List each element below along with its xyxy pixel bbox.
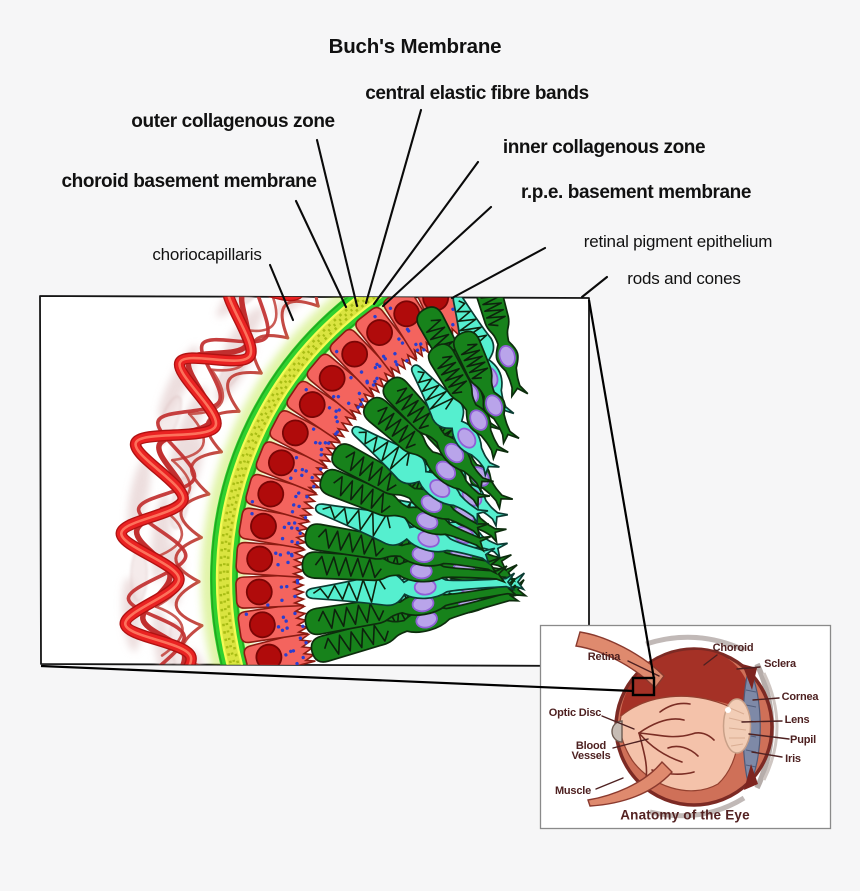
leader-line-choroid-basement bbox=[294, 199, 348, 309]
label-retinal-pigment-epithelium: retinal pigment epithelium bbox=[583, 232, 773, 251]
rpe-cell bbox=[255, 441, 329, 495]
label-outer-collagenous-zone: outer collagenous zone bbox=[131, 111, 335, 132]
ciliary-body-bottom bbox=[744, 764, 758, 790]
rpe-cell bbox=[383, 296, 442, 360]
leader-line-retinal-pigment-epithelium bbox=[450, 246, 547, 300]
page-title: Buch's Membrane bbox=[328, 35, 502, 58]
zoom-projection bbox=[40, 299, 656, 697]
inset-label-pupil: Pupil bbox=[790, 734, 816, 746]
cone-cell bbox=[410, 364, 500, 478]
lens-region bbox=[722, 698, 752, 754]
dark-vessel-thin bbox=[126, 296, 330, 666]
label-choroid-basement-membrane: choroid basement membrane bbox=[61, 171, 317, 192]
inset-label-retina: Retina bbox=[587, 651, 621, 663]
leader-line-inner-collagenous bbox=[372, 160, 480, 306]
rpe-cell bbox=[355, 306, 418, 378]
inset-label-vessels: Vessels bbox=[571, 750, 611, 762]
rpe-cell bbox=[269, 410, 342, 468]
inset-label-lens: Lens bbox=[784, 714, 810, 726]
rpe-cell bbox=[329, 328, 396, 398]
inset-label-choroid: Choroid bbox=[712, 642, 754, 654]
label-central-elastic-fibre-bands: central elastic fibre bands bbox=[365, 83, 589, 104]
cone-cell bbox=[314, 503, 496, 566]
inset-label-optic-disc: Optic Disc bbox=[548, 707, 602, 719]
projection-line-bottom bbox=[40, 664, 635, 693]
inset-label-muscle: Muscle bbox=[554, 785, 592, 797]
rod-cell bbox=[310, 584, 521, 663]
inset-title: Anatomy of the Eye bbox=[620, 807, 750, 823]
ciliary-body-top bbox=[742, 664, 757, 690]
label-rpe-basement-membrane: r.p.e. basement membrane bbox=[520, 182, 752, 203]
sclera-arc-top bbox=[645, 634, 746, 653]
rpe-cell bbox=[237, 603, 310, 644]
muscle-strip bbox=[587, 760, 673, 807]
rpe-cell bbox=[306, 353, 376, 420]
choriocapillaris-vessel bbox=[115, 296, 373, 666]
rpe-layer bbox=[235, 296, 467, 666]
leader-line-rpe-basement bbox=[381, 205, 493, 308]
photoreceptor-layer bbox=[301, 296, 529, 663]
leader-lines bbox=[268, 108, 609, 322]
zoom-source-square bbox=[631, 676, 656, 697]
leader-line-choriocapillaris bbox=[268, 263, 295, 322]
label-inner-collagenous-zone: inner collagenous zone bbox=[502, 137, 706, 158]
inset-label-iris: Iris bbox=[785, 753, 801, 765]
inset-label-sclera: Sclera bbox=[764, 658, 796, 670]
rpe-cell bbox=[235, 541, 307, 579]
sclera-arc-bottom bbox=[649, 795, 746, 819]
fundus-region bbox=[619, 695, 739, 792]
rpe-cell bbox=[238, 507, 312, 550]
inset-label-cornea: Cornea bbox=[781, 691, 819, 703]
rpe-cell bbox=[286, 380, 358, 443]
rod-cell bbox=[452, 330, 520, 446]
bruchs-membrane-band bbox=[200, 296, 471, 666]
histology-content bbox=[115, 296, 529, 666]
cone-cell bbox=[351, 425, 489, 526]
inset-label-blood: Blood bbox=[575, 740, 607, 752]
projection-line-top bbox=[587, 299, 656, 680]
cone-cell bbox=[305, 572, 516, 607]
label-rods-and-cones: rods and cones bbox=[627, 269, 741, 288]
eye-anatomy-inset bbox=[539, 624, 832, 830]
leader-line-central-elastic bbox=[364, 108, 423, 305]
leader-line-outer-collagenous bbox=[315, 138, 359, 308]
rpe-cell bbox=[235, 574, 306, 609]
cornea-arc-inner bbox=[762, 672, 779, 781]
rod-cell bbox=[473, 296, 529, 399]
lens-highlight bbox=[725, 707, 731, 713]
leader-line-rods-and-cones bbox=[580, 275, 609, 299]
label-choriocapillaris: choriocapillaris bbox=[152, 245, 262, 264]
